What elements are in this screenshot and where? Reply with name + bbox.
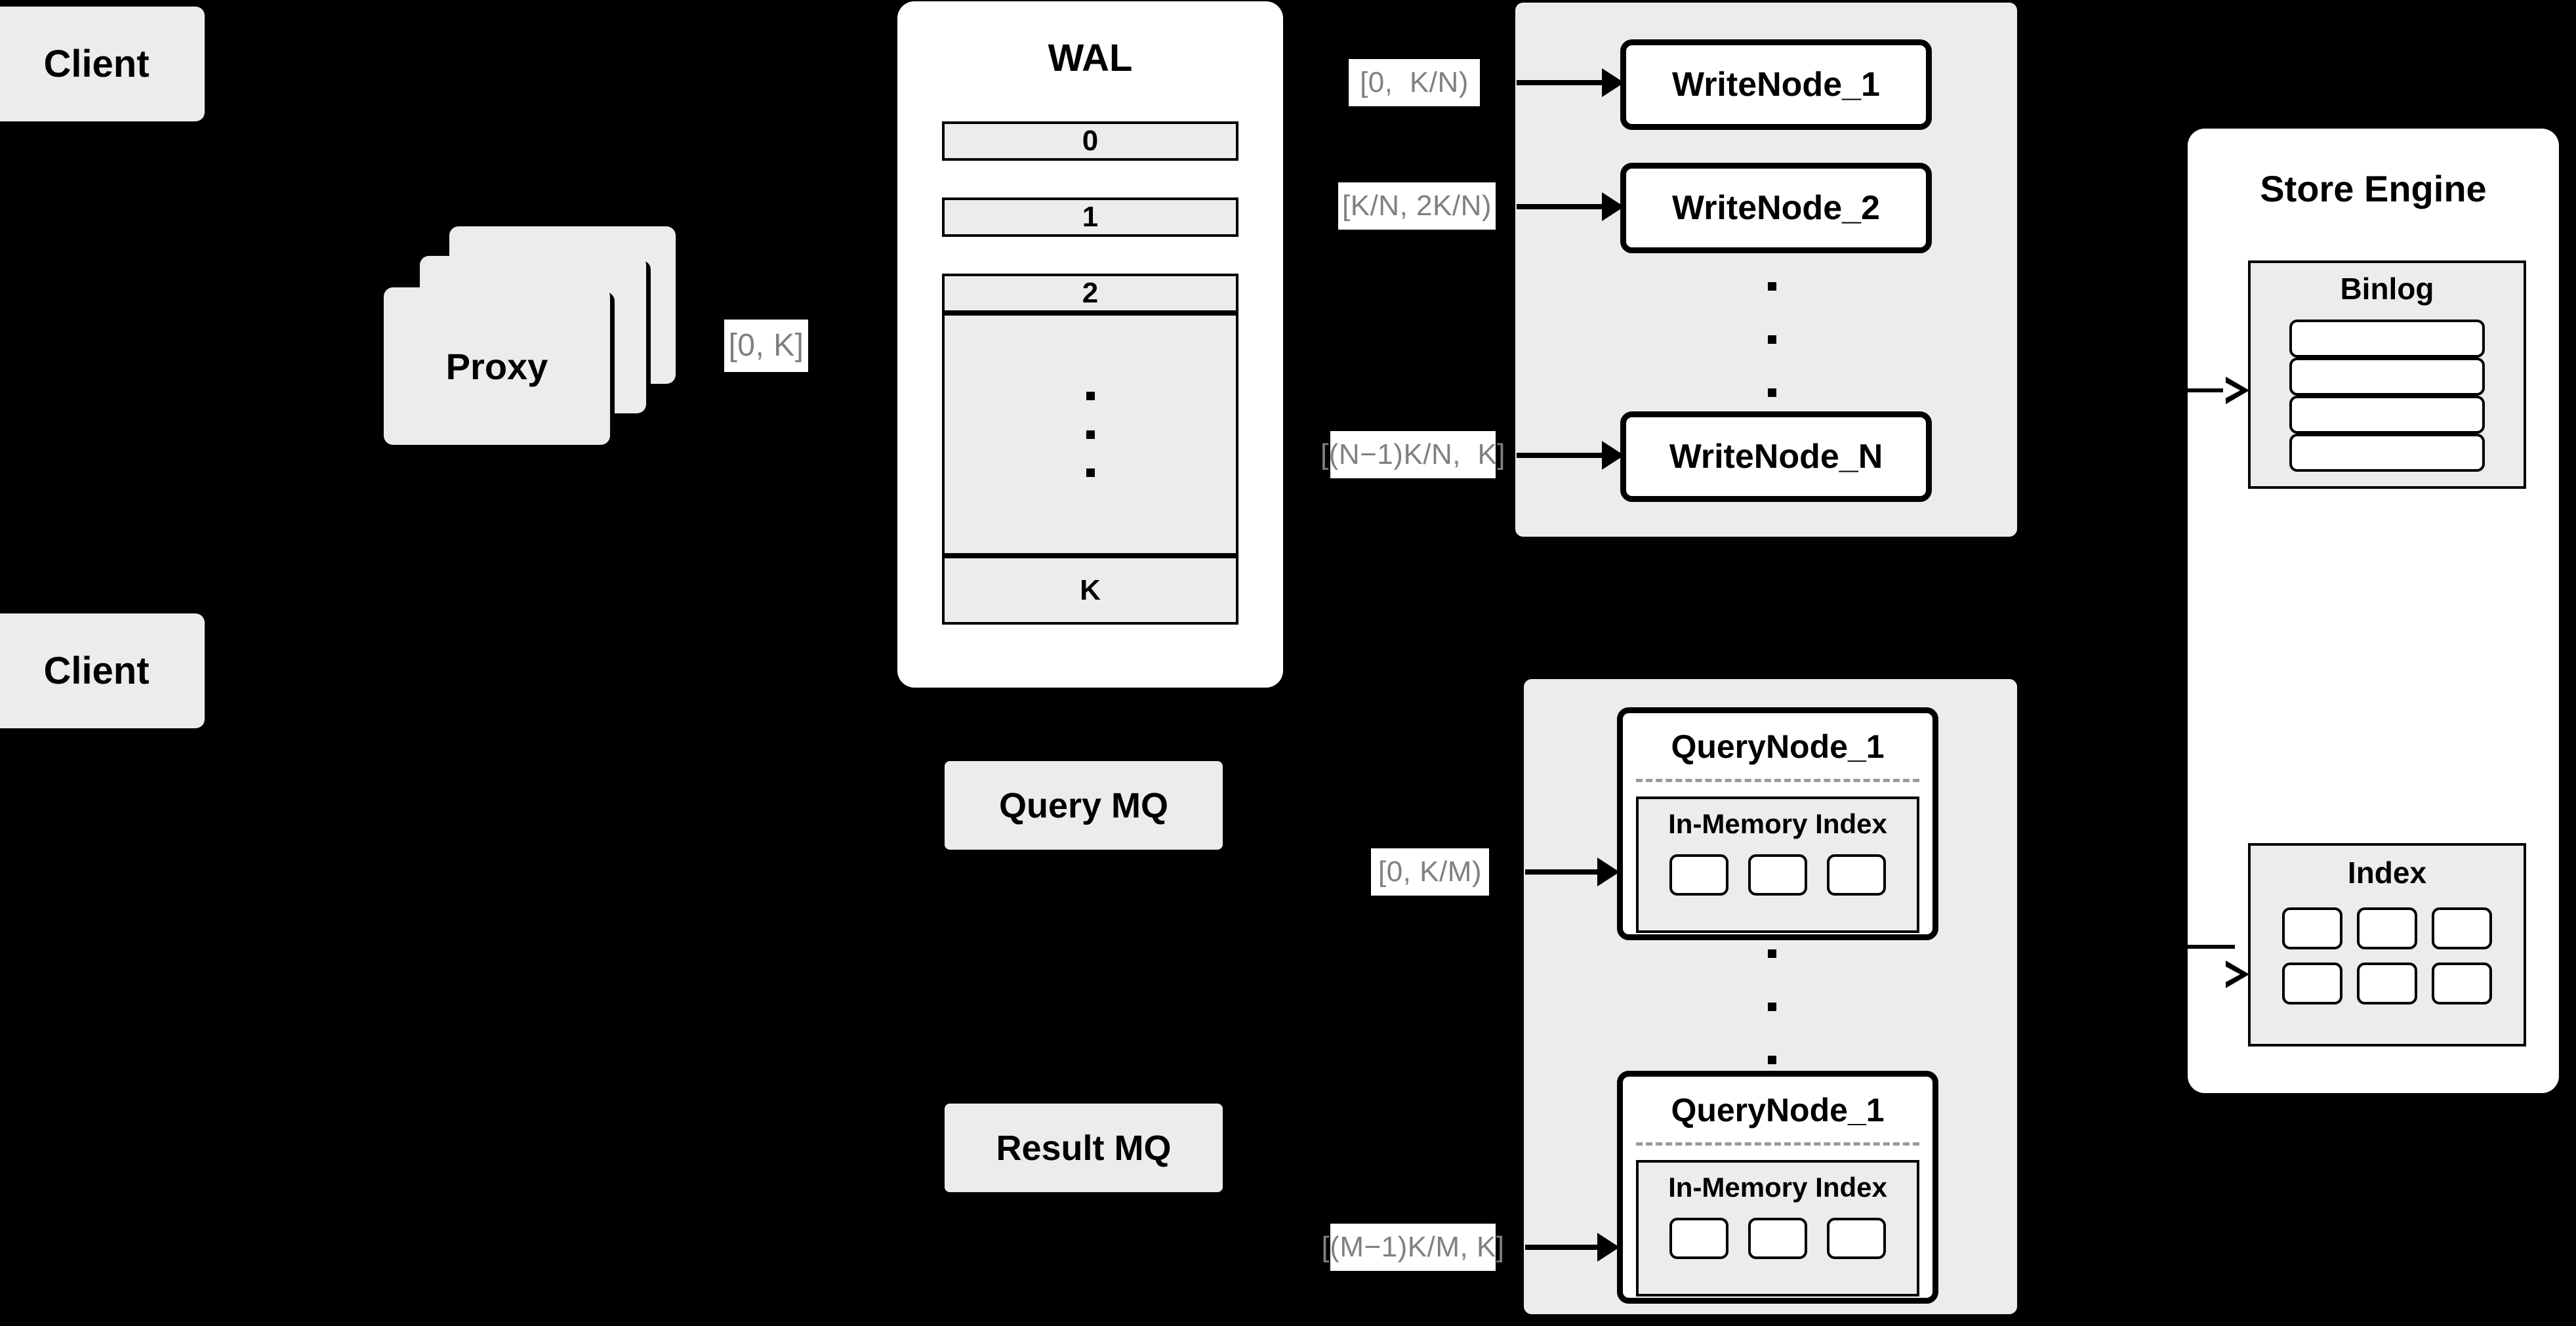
- write-node-2[interactable]: WriteNode_2: [1620, 163, 1932, 253]
- arrow-line-query-1: [1525, 869, 1597, 875]
- write-node-2-label: WriteNode_2: [1672, 189, 1880, 227]
- arrow-line-binlog: [2188, 388, 2235, 392]
- write-node-n[interactable]: WriteNode_N: [1620, 411, 1932, 502]
- write-range-label-n: [(N−1)K/N, K]: [1320, 431, 1505, 478]
- store-engine-title: Store Engine: [2260, 168, 2487, 209]
- write-cluster-ellipsis: [1766, 282, 1778, 397]
- arrow-line-write-n: [1517, 453, 1602, 458]
- arrow-line-write-1: [1517, 80, 1602, 85]
- arrow-head-binlog: [2223, 377, 2249, 404]
- query-node-2[interactable]: QueryNode_1 In-Memory Index: [1617, 1071, 1938, 1304]
- index-cell: [1669, 1218, 1728, 1259]
- query-mq-label: Query MQ: [998, 785, 1169, 825]
- write-node-1-label: WriteNode_1: [1672, 66, 1880, 104]
- index-cell: [1748, 854, 1807, 896]
- wal-ellipsis-dots: [1086, 392, 1095, 477]
- binlog-box: Binlog: [2248, 260, 2526, 489]
- wal-row-ellipsis: [942, 313, 1238, 556]
- arrow-head-query-2: [1597, 1233, 1620, 1262]
- write-range-label-1: [0, K/N): [1349, 59, 1480, 106]
- index-box: Index: [2248, 843, 2526, 1046]
- ellipsis-dot: [1767, 1003, 1776, 1011]
- query-node-2-index-box: In-Memory Index: [1636, 1160, 1919, 1296]
- query-node-1-index-box: In-Memory Index: [1636, 797, 1919, 933]
- ellipsis-dot: [1767, 282, 1776, 291]
- query-node-2-index-title: In-Memory Index: [1668, 1172, 1887, 1203]
- binlog-row: [2289, 320, 2485, 358]
- arrow-line-index: [2188, 945, 2235, 949]
- query-node-1-label: QueryNode_1: [1671, 728, 1885, 765]
- index-title: Index: [2347, 856, 2427, 890]
- query-node-2-label: QueryNode_1: [1671, 1092, 1885, 1129]
- binlog-row: [2289, 358, 2485, 396]
- binlog-title: Binlog: [2340, 272, 2434, 306]
- arrow-line-query-2: [1525, 1245, 1597, 1250]
- query-node-1-index-title: In-Memory Index: [1668, 808, 1887, 839]
- index-cell: [2432, 963, 2492, 1005]
- index-cell: [1669, 854, 1728, 896]
- binlog-row: [2289, 396, 2485, 434]
- index-cell: [2282, 907, 2342, 949]
- ellipsis-dot: [1767, 388, 1776, 397]
- index-cell: [2357, 963, 2417, 1005]
- ellipsis-dot: [1086, 468, 1095, 477]
- wal-row-0: 0: [942, 121, 1238, 161]
- client-label-1: Client: [43, 43, 150, 85]
- write-node-n-label: WriteNode_N: [1669, 438, 1883, 476]
- index-cell: [2282, 963, 2342, 1005]
- arrow-head-write-1: [1602, 68, 1624, 97]
- index-cell: [2432, 907, 2492, 949]
- query-range-label-1: [0, K/M): [1371, 848, 1489, 896]
- client-label-2: Client: [43, 650, 150, 692]
- result-mq-label: Result MQ: [996, 1128, 1172, 1168]
- query-node-1[interactable]: QueryNode_1 In-Memory Index: [1617, 707, 1938, 940]
- client-box-1[interactable]: Client: [0, 7, 205, 121]
- query-cluster-ellipsis: [1766, 949, 1778, 1064]
- query-node-2-separator: [1636, 1142, 1919, 1146]
- binlog-row: [2289, 434, 2485, 472]
- arrow-head-write-2: [1602, 192, 1624, 221]
- ellipsis-dot: [1086, 392, 1095, 400]
- arrow-line-write-2: [1517, 204, 1602, 209]
- query-node-1-separator: [1636, 779, 1919, 782]
- proxy-box[interactable]: Proxy: [384, 287, 610, 445]
- arrow-head-write-n: [1602, 441, 1624, 470]
- ellipsis-dot: [1767, 949, 1776, 958]
- query-range-label-2: [(M−1)K/M, K]: [1321, 1224, 1504, 1271]
- wal-row-2: 2: [942, 274, 1238, 313]
- wal-row-1: 1: [942, 197, 1238, 237]
- client-box-2[interactable]: Client: [0, 613, 205, 728]
- wal-row-k: K: [942, 556, 1238, 625]
- index-cell: [1748, 1218, 1807, 1259]
- wal-title: WAL: [1048, 37, 1133, 79]
- ellipsis-dot: [1086, 430, 1095, 439]
- ellipsis-dot: [1767, 335, 1776, 344]
- arrow-head-index: [2223, 961, 2249, 988]
- write-node-1[interactable]: WriteNode_1: [1620, 39, 1932, 130]
- query-mq-box[interactable]: Query MQ: [945, 761, 1223, 850]
- proxy-label: Proxy: [445, 345, 548, 387]
- arrow-head-query-1: [1597, 858, 1620, 886]
- index-cell: [2357, 907, 2417, 949]
- result-mq-box[interactable]: Result MQ: [945, 1104, 1223, 1192]
- index-cell: [1827, 1218, 1886, 1259]
- index-cell: [1827, 854, 1886, 896]
- proxy-range-label: [0, K]: [724, 320, 808, 372]
- write-range-label-2: [K/N, 2K/N): [1338, 182, 1496, 230]
- ellipsis-dot: [1767, 1056, 1776, 1064]
